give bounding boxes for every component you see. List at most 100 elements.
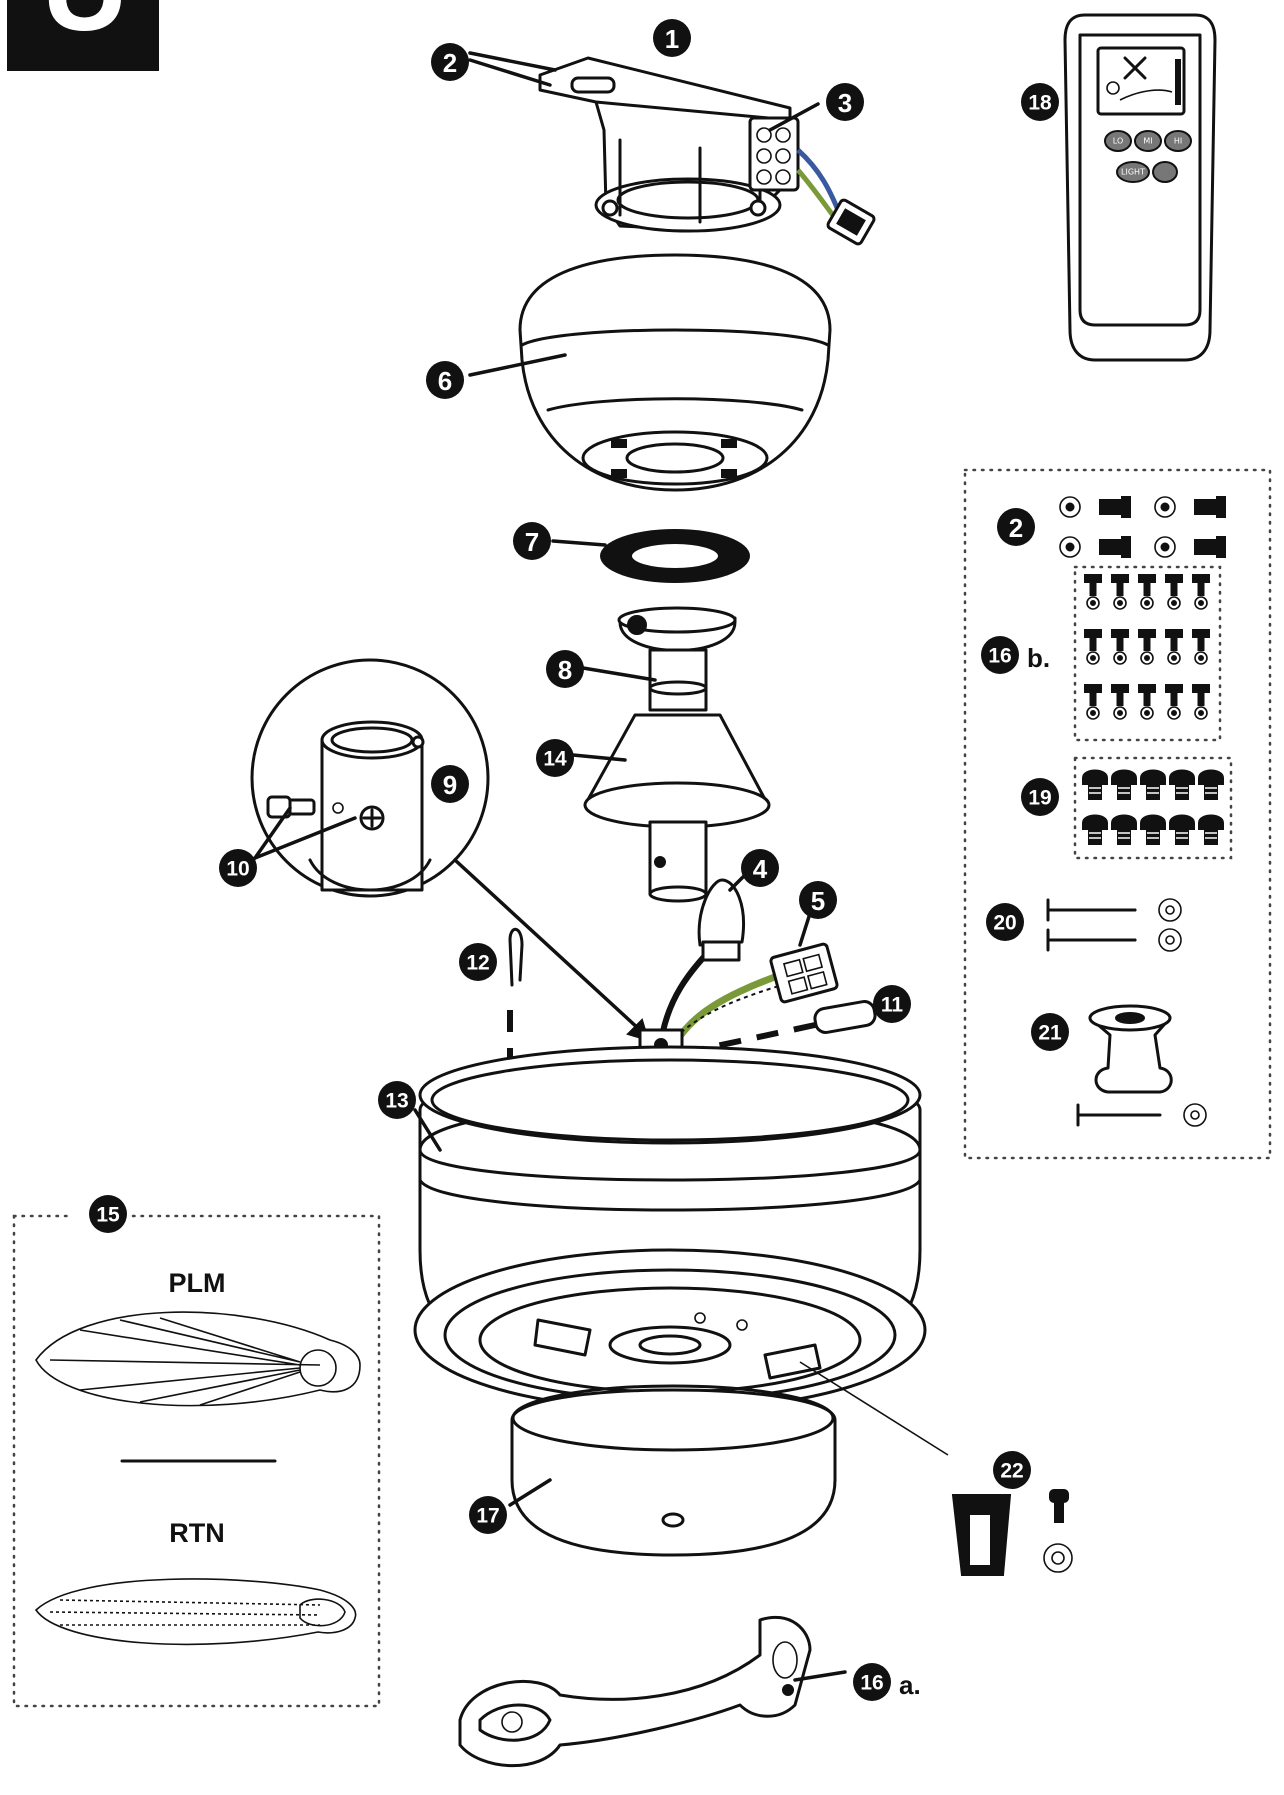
bolt: [1198, 814, 1224, 845]
badge-circle: [1021, 778, 1059, 816]
badge-circle: [993, 1451, 1031, 1489]
badge-number: 3: [838, 88, 852, 118]
svg-text:LIGHT: LIGHT: [1121, 168, 1145, 177]
badge-circle: [431, 765, 469, 803]
part-badge-p19: 19: [1021, 778, 1059, 816]
screw: [1192, 629, 1210, 665]
badge-circle: [853, 1663, 891, 1701]
part-badge-p1: 1: [653, 19, 691, 57]
palm-blade: [35, 1311, 361, 1407]
screw: [1138, 684, 1156, 720]
part-badge-p21: 21: [1031, 1013, 1069, 1051]
badge-number: 17: [476, 1505, 499, 1528]
remote-button-1: MI: [1134, 130, 1162, 152]
remote-buttons: LO MI HI LIGHT: [1104, 130, 1192, 183]
badge-number: 16: [860, 1672, 883, 1695]
canopy-ring: [600, 529, 750, 583]
badge-number: 8: [558, 655, 572, 685]
badge-circle: [653, 19, 691, 57]
part-badge-p13: 13: [378, 1081, 416, 1119]
washers-and-bolts: [1059, 496, 1226, 558]
screw: [1084, 684, 1102, 720]
badge-circle: [986, 903, 1024, 941]
part-badge-p14: 14: [536, 739, 574, 777]
screw: [1165, 629, 1183, 665]
blade-arm: [458, 1615, 812, 1768]
badge-circle: [981, 636, 1019, 674]
screw: [1138, 629, 1156, 665]
part-badge-p8: 8: [546, 650, 584, 688]
part-badge-p17: 17: [469, 1496, 507, 1534]
bolt: [1082, 814, 1108, 845]
screw: [1111, 684, 1129, 720]
part-badge-p10: 10: [219, 849, 257, 887]
screw: [1111, 574, 1129, 610]
badge-circle: [1031, 1013, 1069, 1051]
badge-number: 12: [466, 952, 489, 975]
badge-number: 7: [525, 527, 539, 557]
bolt: [1082, 769, 1108, 800]
rattan-blade: [34, 1578, 357, 1646]
part-badge-p12: 12: [459, 943, 497, 981]
bolt: [1140, 814, 1166, 845]
downrod-detail-callout: [250, 658, 650, 1042]
svg-text:HI: HI: [1174, 137, 1182, 146]
badge-number: 16: [988, 645, 1011, 668]
badge-circle: [799, 881, 837, 919]
leader-lines: [253, 51, 847, 1682]
badge-number: 5: [811, 886, 825, 916]
badge-circle: [741, 849, 779, 887]
part-badge-p7: 7: [513, 522, 551, 560]
screw: [1084, 629, 1102, 665]
screw: [1138, 574, 1156, 610]
wood-screws: [1046, 898, 1182, 952]
badge-number: 15: [96, 1204, 120, 1227]
screw: [1084, 574, 1102, 610]
badge-number: 6: [438, 366, 452, 396]
bolt: [1111, 814, 1137, 845]
badge-number: 19: [1028, 787, 1051, 810]
downrod-assembly: [583, 606, 771, 903]
part-badge-p3: 3: [826, 83, 864, 121]
screw: [1165, 684, 1183, 720]
switch-housing: [510, 1384, 837, 1557]
part-badge-p4: 4: [741, 849, 779, 887]
hardware-panel: [963, 468, 1272, 1160]
part-badge-p2b: 2: [997, 508, 1035, 546]
part-badge-p5: 5: [799, 881, 837, 919]
mounting-bracket: [538, 56, 876, 246]
badge-circle: [219, 849, 257, 887]
badge-number: 10: [226, 858, 249, 881]
bolt: [1111, 769, 1137, 800]
badge-circle: [1021, 83, 1059, 121]
screw: [1192, 684, 1210, 720]
screw-grid-16b: [1073, 565, 1222, 742]
badge-number: 4: [753, 854, 768, 884]
corner-tab: U: [7, 0, 159, 71]
badge-circle: [873, 985, 911, 1023]
badge-number: 2: [443, 48, 457, 78]
part-badge-p2a: 2: [431, 43, 469, 81]
part-badge-p6: 6: [426, 361, 464, 399]
blade-label-top: PLM: [169, 1268, 226, 1298]
screw: [1111, 629, 1129, 665]
remote-control: LO MI HI LIGHT: [1063, 13, 1217, 362]
badge-number: 18: [1028, 92, 1052, 115]
svg-text:MI: MI: [1143, 137, 1152, 146]
badge-number: 22: [1000, 1460, 1023, 1483]
canopy: [518, 253, 832, 492]
motor-housing: [413, 1045, 949, 1456]
badge-circle: [469, 1496, 507, 1534]
part-badge-p22: 22: [993, 1451, 1031, 1489]
bracket-insert: [951, 1489, 1073, 1576]
part-badge-p15: 15: [89, 1195, 127, 1233]
badge-number: 11: [881, 994, 904, 1017]
badge-circle: [459, 943, 497, 981]
badge-circle: [513, 522, 551, 560]
part-badge-p11: 11: [873, 985, 911, 1023]
badge-number: 1: [665, 24, 679, 54]
svg-text:LO: LO: [1113, 137, 1123, 146]
